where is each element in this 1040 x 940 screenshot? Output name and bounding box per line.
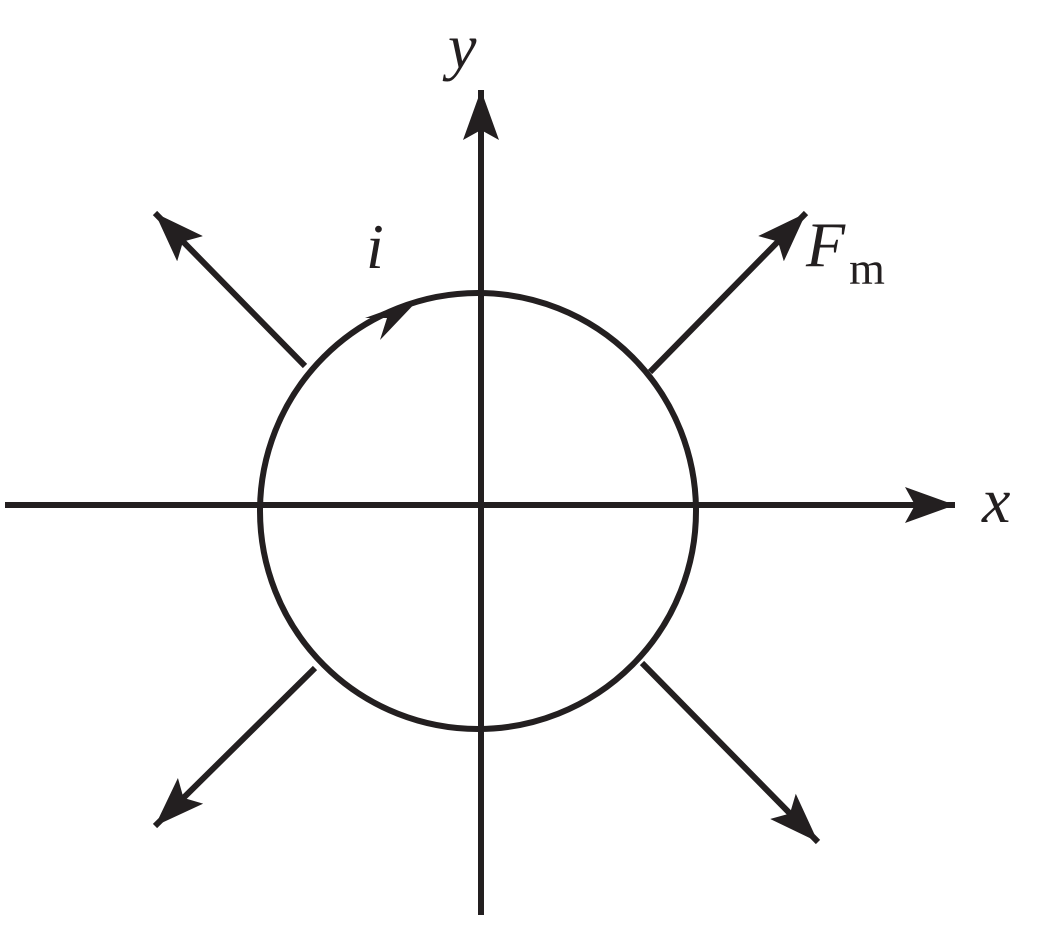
current-loop bbox=[257, 290, 699, 732]
force-arrow-upper-right bbox=[647, 210, 809, 375]
force-arrow-upper-left bbox=[152, 210, 308, 369]
current-label: i bbox=[366, 211, 384, 282]
y-axis-label: y bbox=[442, 11, 477, 82]
force-subscript: m bbox=[849, 243, 885, 294]
x-axis-label: x bbox=[981, 465, 1010, 536]
force-arrow-lower-left bbox=[152, 665, 318, 829]
force-symbol: F bbox=[805, 209, 846, 280]
force-arrow-lower-right bbox=[639, 660, 821, 845]
force-label: Fm bbox=[805, 209, 885, 294]
current-direction-arrow bbox=[365, 298, 420, 340]
